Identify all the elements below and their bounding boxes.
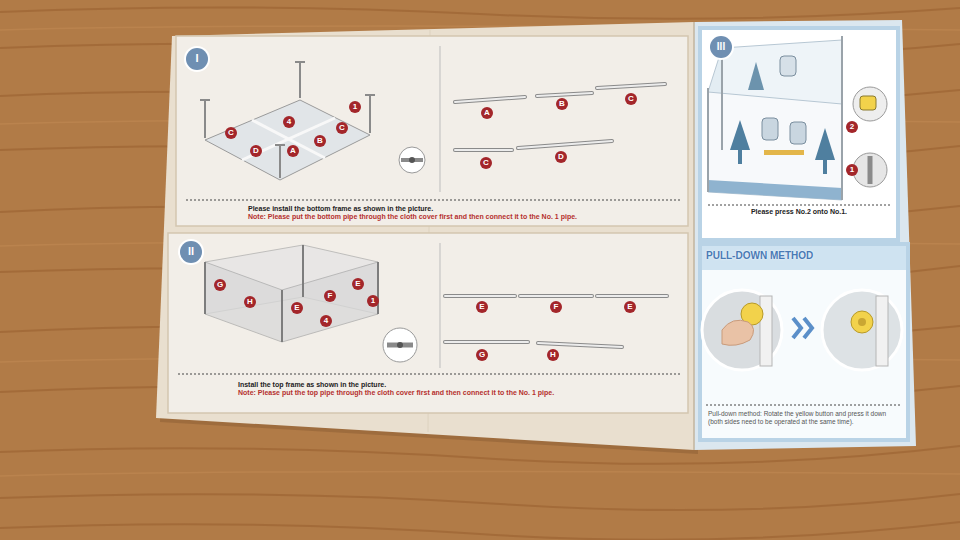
panel-grounds: [168, 28, 908, 440]
callout-letter: 2: [846, 121, 858, 133]
callout-letter: G: [476, 349, 488, 361]
callout-letter: H: [547, 349, 559, 361]
callout-letter: A: [287, 145, 299, 157]
instruction-panel: Install the top frame as shown in the pi…: [168, 233, 688, 413]
callout-letter: F: [550, 301, 562, 313]
callout-letter: H: [244, 296, 256, 308]
callout-letter: E: [624, 301, 636, 313]
step-badge: I: [186, 48, 208, 70]
step-caption: Please install the bottom frame as shown…: [248, 205, 680, 213]
playpen-figure: [708, 36, 887, 200]
step-number: I: [195, 52, 198, 65]
callout-letter: 1: [349, 101, 361, 113]
step-number: III: [717, 41, 725, 53]
callout-letter: 1: [367, 295, 379, 307]
callout-letter: B: [314, 135, 326, 147]
instruction-panel: Please press No.2 onto No.1. III: [700, 28, 898, 240]
paper-leaflet: [156, 20, 916, 454]
callout-letter: D: [555, 151, 567, 163]
instruction-panel: PULL-DOWN METHOD Pull-down method: Rotate…: [700, 244, 908, 440]
top-frame-figure: [205, 245, 417, 362]
pull-down-figure: [702, 290, 902, 370]
method-text: Pull-down method: Rotate the yellow butt…: [708, 410, 900, 426]
section-heading: PULL-DOWN METHOD: [706, 250, 896, 262]
callout-letter: E: [476, 301, 488, 313]
step-badge: III: [710, 36, 732, 58]
callout-letter: E: [291, 302, 303, 314]
bottom-pipes: [455, 84, 665, 150]
callout-letter: C: [225, 127, 237, 139]
instruction-panel: Please install the bottom frame as shown…: [176, 36, 688, 226]
callout-letter: C: [336, 122, 348, 134]
callout-letter: C: [625, 93, 637, 105]
step-caption: Install the top frame as shown in the pi…: [238, 381, 678, 389]
callout-letter: D: [250, 145, 262, 157]
step-badge: II: [180, 241, 202, 263]
callout-letter: 1: [846, 164, 858, 176]
step-caption: Please press No.2 onto No.1.: [700, 208, 898, 216]
step-number: II: [188, 245, 194, 258]
callout-letter: 4: [283, 116, 295, 128]
callout-letter: E: [352, 278, 364, 290]
callout-letter: C: [480, 157, 492, 169]
callout-letter: B: [556, 98, 568, 110]
callout-letter: A: [481, 107, 493, 119]
note-text: Note: Please put the bottom pipe through…: [248, 213, 680, 221]
callout-letter: G: [214, 279, 226, 291]
callout-letter: 4: [320, 315, 332, 327]
top-pipes: [445, 296, 667, 347]
note-text: Note: Please put the top pipe through th…: [238, 389, 678, 397]
callout-letter: F: [324, 290, 336, 302]
bottom-frame-figure: [200, 62, 425, 180]
